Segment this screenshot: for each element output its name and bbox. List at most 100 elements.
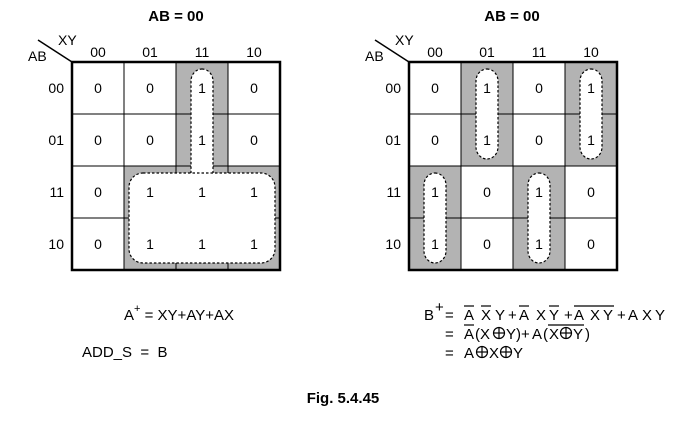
row-header: 01 <box>48 132 64 148</box>
kmap-cell <box>565 218 617 270</box>
kmap-group <box>475 68 499 160</box>
col-header: 11 <box>532 44 547 60</box>
kmap-cell <box>461 166 513 218</box>
svg-text:B: B <box>424 307 434 324</box>
col-header: 10 <box>246 44 262 60</box>
row-header: 10 <box>385 236 401 252</box>
kmap-cell-value: 0 <box>146 132 154 148</box>
kmap-cell-value: 0 <box>94 80 102 96</box>
kmap-cell-value: 0 <box>94 184 102 200</box>
kmap-cell <box>513 62 565 114</box>
kmap-cell <box>461 218 513 270</box>
row-variable-label: AB <box>365 48 384 64</box>
kmap-cell-value: 1 <box>431 184 439 200</box>
kmap-cell-value: 0 <box>587 236 595 252</box>
svg-text:+: + <box>521 326 530 343</box>
svg-text:X: X <box>549 326 559 343</box>
kmap-cell-value: 1 <box>483 80 491 96</box>
svg-text:Y: Y <box>549 307 559 324</box>
svg-text:X: X <box>536 307 546 324</box>
row-header: 00 <box>48 80 64 96</box>
kmap-cell-value: 0 <box>431 132 439 148</box>
svg-text:=: = <box>445 307 454 324</box>
kmap-title: AB = 00 <box>148 8 203 25</box>
kmap-cell <box>409 62 461 114</box>
svg-text:X: X <box>590 307 600 324</box>
kmap-cell-value: 1 <box>587 80 595 96</box>
svg-text:A: A <box>464 326 474 343</box>
kmap-cell-value: 1 <box>431 236 439 252</box>
kmap-cell-value: 1 <box>146 236 154 252</box>
svg-text:): ) <box>585 326 590 343</box>
kmap-cell <box>513 114 565 166</box>
kmap-cell-value: 0 <box>431 80 439 96</box>
kmap-border <box>407 60 619 272</box>
kmap-cell-value: 0 <box>250 132 258 148</box>
kmap-cell-value: 1 <box>198 132 206 148</box>
svg-text:X: X <box>489 345 499 362</box>
col-header: 01 <box>479 44 495 60</box>
kmap-cell <box>409 114 461 166</box>
kmap-cell-value: 0 <box>535 80 543 96</box>
kmap-group <box>579 68 603 160</box>
svg-text:(: ( <box>543 326 548 343</box>
svg-text:=: = <box>445 345 454 362</box>
col-header: 10 <box>583 44 599 60</box>
col-variable-label: XY <box>395 32 414 48</box>
kmap-group <box>423 172 447 264</box>
corner-diagonal <box>37 39 73 63</box>
svg-text:A: A <box>532 326 542 343</box>
kmap-cell-value: 0 <box>483 184 491 200</box>
svg-text:X: X <box>642 307 652 324</box>
svg-text:+: + <box>564 307 573 324</box>
svg-text:Y: Y <box>513 345 523 362</box>
kmap-cell <box>124 114 176 166</box>
kmap-cell-value: 0 <box>94 132 102 148</box>
svg-text:A: A <box>519 307 529 324</box>
svg-text:A: A <box>464 307 474 324</box>
svg-text:Y: Y <box>655 307 665 324</box>
svg-text:+: + <box>508 307 517 324</box>
corner-diagonal <box>374 39 410 63</box>
equation-b-plus: B + = A X Y + A X Y + A X Y + A X Y = A <box>424 299 665 362</box>
svg-text:=: = <box>445 326 454 343</box>
kmap-cell-value: 1 <box>250 236 258 252</box>
kmap-group <box>128 172 276 264</box>
svg-text:A: A <box>628 307 638 324</box>
kmap-cell-value: 1 <box>587 132 595 148</box>
svg-text:Y: Y <box>495 307 505 324</box>
kmap-cell-value: 0 <box>587 184 595 200</box>
kmap-cell <box>565 166 617 218</box>
svg-text:Y: Y <box>603 307 613 324</box>
svg-text:Y: Y <box>573 326 583 343</box>
kmap-cell <box>124 62 176 114</box>
kmap-cell <box>72 62 124 114</box>
kmap-group <box>527 172 551 264</box>
kmap-cell-value: 1 <box>535 184 543 200</box>
row-header: 11 <box>49 184 64 200</box>
kmap-cell <box>72 166 124 218</box>
col-header: 00 <box>90 44 106 60</box>
equation-add-s: ADD_S = B <box>82 344 167 361</box>
kmap-cell-value: 1 <box>198 80 206 96</box>
kmap-cell-value: 0 <box>94 236 102 252</box>
svg-text:+: + <box>435 299 444 316</box>
row-header: 11 <box>386 184 401 200</box>
svg-text:X: X <box>481 307 491 324</box>
kmap-title: AB = 00 <box>484 8 539 25</box>
kmap-cell-value: 1 <box>198 184 206 200</box>
row-header: 10 <box>48 236 64 252</box>
kmap-cell <box>228 62 280 114</box>
row-variable-label: AB <box>28 48 47 64</box>
row-header: 01 <box>385 132 401 148</box>
kmap-cell-value: 1 <box>250 184 258 200</box>
row-header: 00 <box>385 80 401 96</box>
equation-a-plus: A+ = XY+AY+AX <box>124 303 234 324</box>
kmap-cell-value: 0 <box>250 80 258 96</box>
col-header: 00 <box>427 44 443 60</box>
kmap-cell <box>72 114 124 166</box>
kmap-cell-value: 0 <box>483 236 491 252</box>
